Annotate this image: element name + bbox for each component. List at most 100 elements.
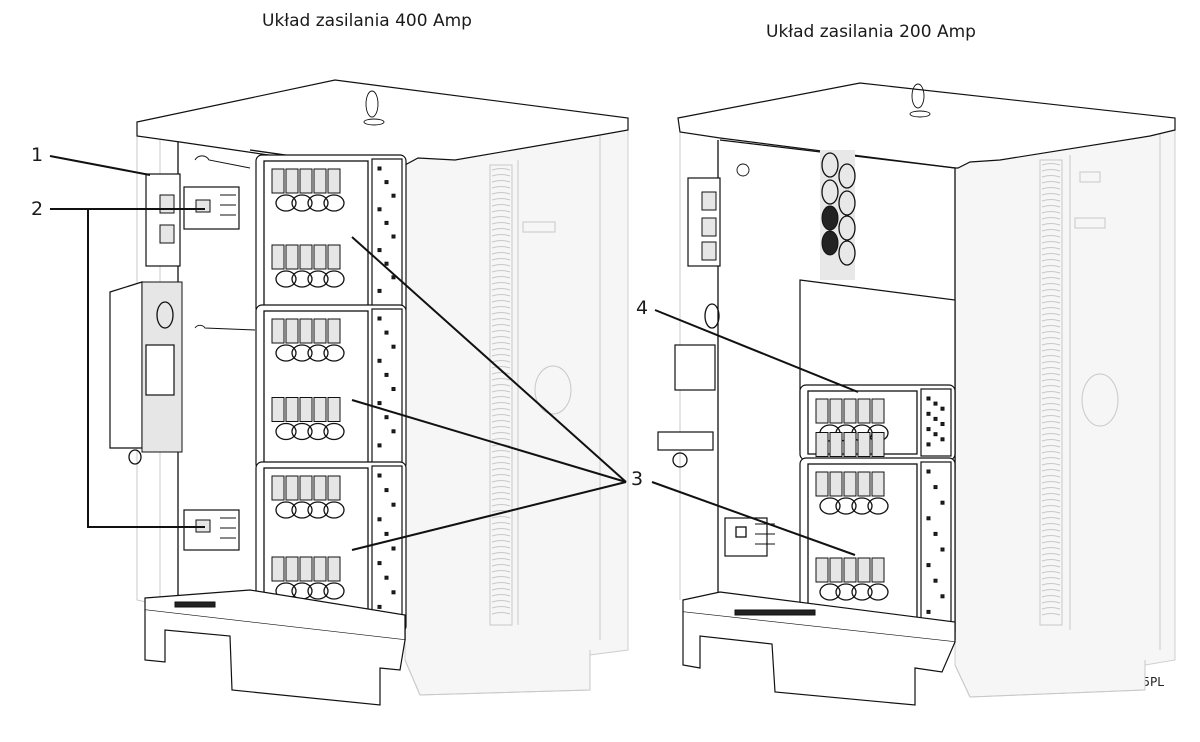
louver-slot	[1041, 595, 1061, 598]
louver-slot	[1041, 391, 1061, 394]
louver-slot	[1041, 553, 1061, 556]
louver-slot	[1041, 193, 1061, 196]
louver-slot	[491, 504, 511, 507]
louver-slot	[1041, 565, 1061, 568]
capacitor	[313, 318, 327, 344]
capacitor	[843, 432, 857, 457]
louver-slot	[1041, 469, 1061, 472]
louver-slot	[491, 588, 511, 591]
louver-slot	[491, 234, 511, 237]
louver-slot	[491, 294, 511, 297]
top-lid-right-unit	[677, 82, 1176, 169]
louver-slot	[1041, 259, 1061, 262]
power-module	[255, 461, 407, 633]
capacitor	[313, 397, 327, 422]
unit-200-amp	[657, 82, 1176, 706]
capacitor	[327, 318, 341, 344]
louver-slot	[1041, 241, 1061, 244]
capacitor	[299, 556, 313, 582]
leader-2	[50, 208, 205, 528]
louver-slot	[1041, 271, 1061, 274]
louver-slot	[1041, 343, 1061, 346]
capacitor	[327, 397, 341, 422]
louver-slot	[491, 450, 511, 453]
capacitor	[829, 471, 843, 497]
capacitor	[871, 432, 885, 457]
louver-slot	[1041, 577, 1061, 580]
capacitor	[299, 397, 313, 422]
louver-slot	[1041, 463, 1061, 466]
louver-slot	[491, 270, 511, 273]
louver-slot	[491, 546, 511, 549]
louver-slot	[1041, 181, 1061, 184]
louver-slot	[1041, 283, 1061, 286]
louver-slot	[491, 534, 511, 537]
capacitor	[871, 471, 885, 497]
louver-slot	[1041, 427, 1061, 430]
louver-slot	[491, 606, 511, 609]
capacitor	[857, 471, 871, 497]
louver-slot	[1041, 421, 1061, 424]
louver-slot	[1041, 301, 1061, 304]
capacitor	[815, 398, 829, 424]
louver-slot	[1041, 541, 1061, 544]
louver-slot	[491, 600, 511, 603]
connector-ring-right-unit	[1081, 373, 1119, 427]
louver-slot	[491, 612, 511, 615]
louver-slot	[491, 252, 511, 255]
louver-slot	[1041, 277, 1061, 280]
junction-box	[109, 281, 183, 465]
leader-3b	[351, 399, 627, 483]
capacitor	[285, 397, 299, 422]
louver-slot	[491, 564, 511, 567]
leader-4	[654, 309, 859, 393]
louver-slot	[1041, 415, 1061, 418]
louver-slot	[1041, 331, 1061, 334]
leader-lines	[49, 155, 859, 556]
callout-2-label: 2	[31, 198, 44, 220]
louver-slot	[1041, 313, 1061, 316]
louver-slot	[491, 228, 511, 231]
louver-slot	[1041, 571, 1061, 574]
louver-slot	[491, 402, 511, 405]
contactor-right	[724, 517, 775, 557]
louver-slot	[491, 174, 511, 177]
louver-slot	[1041, 337, 1061, 340]
louver-slot	[1041, 457, 1061, 460]
louver-slot	[491, 570, 511, 573]
capacitor	[843, 398, 857, 424]
louver-slot	[1041, 505, 1061, 508]
capacitor	[815, 471, 829, 497]
capacitor	[299, 244, 313, 270]
louver-slot	[1041, 217, 1061, 220]
louver-slot	[491, 246, 511, 249]
leader-1	[49, 155, 151, 176]
louver-slot	[1041, 523, 1061, 526]
louver-slot	[1041, 163, 1061, 166]
louver-slot	[1041, 511, 1061, 514]
louver-slot	[491, 276, 511, 279]
louver-slot	[491, 264, 511, 267]
louver-slot	[491, 372, 511, 375]
capacitor	[857, 398, 871, 424]
capacitor	[327, 475, 341, 501]
capacitor	[271, 318, 285, 344]
capacitor	[815, 432, 829, 457]
louver-slot	[491, 576, 511, 579]
louver-slot	[1041, 487, 1061, 490]
capacitor	[829, 398, 843, 424]
capacitor	[313, 244, 327, 270]
louver-slot	[491, 306, 511, 309]
base-right-unit	[682, 591, 1146, 706]
capacitor	[271, 397, 285, 422]
louver-slot	[1041, 451, 1061, 454]
louver-slot	[491, 300, 511, 303]
leader-3c	[351, 481, 627, 551]
louver-slot	[1041, 361, 1061, 364]
power-module	[799, 384, 956, 476]
contactor-bottom	[183, 509, 240, 551]
louver-slot	[491, 438, 511, 441]
capacitor	[327, 244, 341, 270]
capacitor	[285, 318, 299, 344]
louver-slot	[491, 216, 511, 219]
